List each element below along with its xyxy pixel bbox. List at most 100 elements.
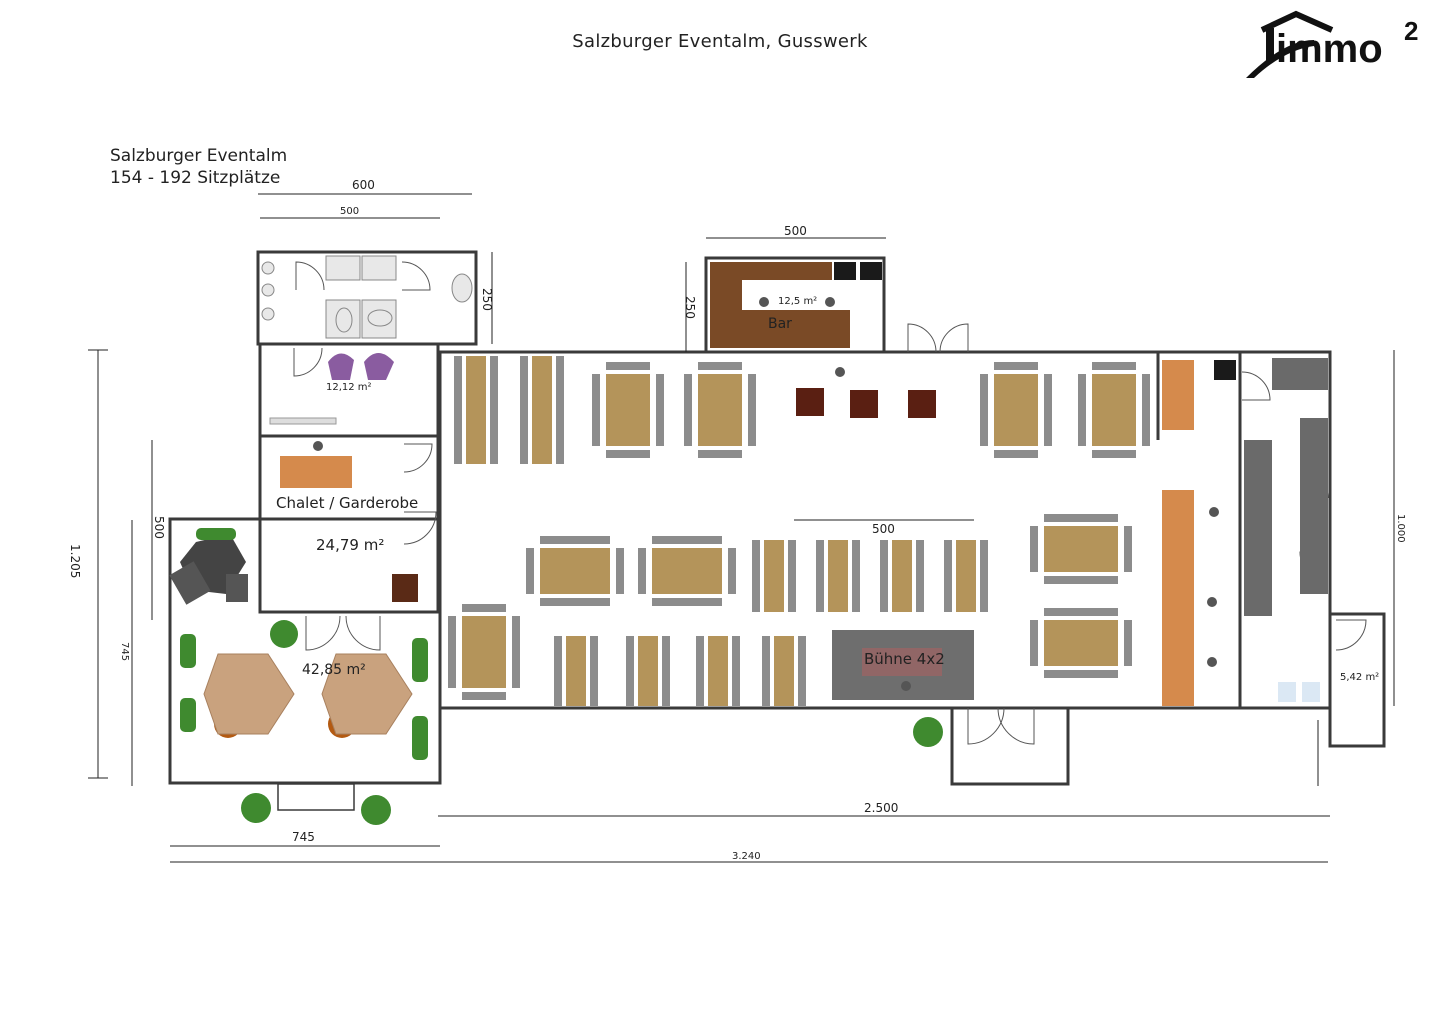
- walls: [168, 250, 1386, 786]
- bench: [590, 636, 598, 706]
- doors: [293, 261, 1367, 745]
- dining-table: [828, 540, 848, 612]
- bench: [454, 356, 462, 464]
- bench: [652, 598, 722, 606]
- bench: [698, 450, 742, 458]
- bench: [1078, 374, 1086, 446]
- dining-table: [764, 540, 784, 612]
- bench: [638, 548, 646, 594]
- tables-and-benches: [448, 356, 1150, 706]
- bench: [980, 374, 988, 446]
- armchairs: [328, 353, 394, 380]
- dim-1000: 1.000: [1395, 514, 1406, 543]
- bench: [520, 356, 528, 464]
- bench: [798, 636, 806, 706]
- dim-745-left: 745: [119, 642, 130, 662]
- dining-table: [606, 374, 650, 446]
- dining-table: [540, 548, 610, 594]
- dining-table: [532, 356, 552, 464]
- dining-table: [994, 374, 1038, 446]
- dim-3240: 3.240: [732, 851, 761, 862]
- bench: [1124, 526, 1132, 572]
- bench: [462, 692, 506, 700]
- bench: [1044, 670, 1118, 678]
- dining-table: [566, 636, 586, 706]
- dining-table: [466, 356, 486, 464]
- dining-table: [892, 540, 912, 612]
- bench: [512, 616, 520, 688]
- seat-count: 154 - 192 Sitzplätze: [110, 168, 281, 188]
- bench: [540, 536, 610, 544]
- bench: [526, 548, 534, 594]
- bench: [606, 362, 650, 370]
- terrace-area: 42,85 m²: [302, 662, 366, 678]
- bench: [696, 636, 704, 706]
- dining-table: [652, 548, 722, 594]
- house-roof-logo-icon: immo 2: [1246, 10, 1418, 78]
- people-figures: [313, 297, 1219, 691]
- bench: [980, 540, 988, 612]
- bench: [852, 540, 860, 612]
- dim-500-wc: 500: [340, 206, 360, 217]
- bench: [748, 374, 756, 446]
- dimension-lines: [88, 193, 1395, 863]
- bench: [816, 540, 824, 612]
- bench: [490, 356, 498, 464]
- bench: [1092, 362, 1136, 370]
- bench: [606, 450, 650, 458]
- dim-2500: 2.500: [864, 801, 899, 815]
- bench: [656, 374, 664, 446]
- dim-500-hall: 500: [872, 522, 895, 536]
- chalet-label: Chalet / Garderobe: [276, 494, 419, 512]
- bench: [592, 374, 600, 446]
- bench: [448, 616, 456, 688]
- chalet-area: 24,79 m²: [316, 536, 385, 554]
- dim-600: 600: [352, 178, 375, 192]
- dim-500-bar: 500: [784, 224, 807, 238]
- bench: [1044, 514, 1118, 522]
- bench: [662, 636, 670, 706]
- bench: [916, 540, 924, 612]
- dining-table: [774, 636, 794, 706]
- bench: [762, 636, 770, 706]
- dim-500-left: 500: [152, 516, 166, 539]
- company-logo: immo 2: [1244, 10, 1426, 82]
- dim-1205: 1.205: [68, 544, 82, 579]
- bench: [994, 362, 1038, 370]
- dining-table: [956, 540, 976, 612]
- stage-inner: [862, 648, 942, 676]
- bench: [556, 356, 564, 464]
- bench: [944, 540, 952, 612]
- storage-area: 5,42 m²: [1340, 672, 1380, 683]
- dining-table: [708, 636, 728, 706]
- dining-table: [1044, 620, 1118, 666]
- dining-table: [638, 636, 658, 706]
- bench: [880, 540, 888, 612]
- bench: [616, 548, 624, 594]
- dim-250-bar: 250: [683, 296, 697, 319]
- lounge-bench: [269, 417, 337, 425]
- dining-table: [698, 374, 742, 446]
- bench: [1044, 576, 1118, 584]
- bench: [1044, 608, 1118, 616]
- bench: [462, 604, 506, 612]
- bar-tables: [796, 388, 936, 418]
- dining-table: [462, 616, 506, 688]
- terrace-step: [277, 783, 355, 811]
- bench: [698, 362, 742, 370]
- buffet-counters: [1162, 360, 1194, 706]
- bench: [684, 374, 692, 446]
- bench: [1092, 450, 1136, 458]
- bench: [752, 540, 760, 612]
- kitchen-units: [1244, 358, 1328, 616]
- bench: [554, 636, 562, 706]
- bench: [1030, 526, 1038, 572]
- bench: [1044, 374, 1052, 446]
- bench: [728, 548, 736, 594]
- chalet-cabinet: [392, 574, 418, 602]
- terrace-furniture: [169, 534, 413, 738]
- bar-label: Bar: [768, 316, 792, 332]
- bench: [626, 636, 634, 706]
- bench: [1030, 620, 1038, 666]
